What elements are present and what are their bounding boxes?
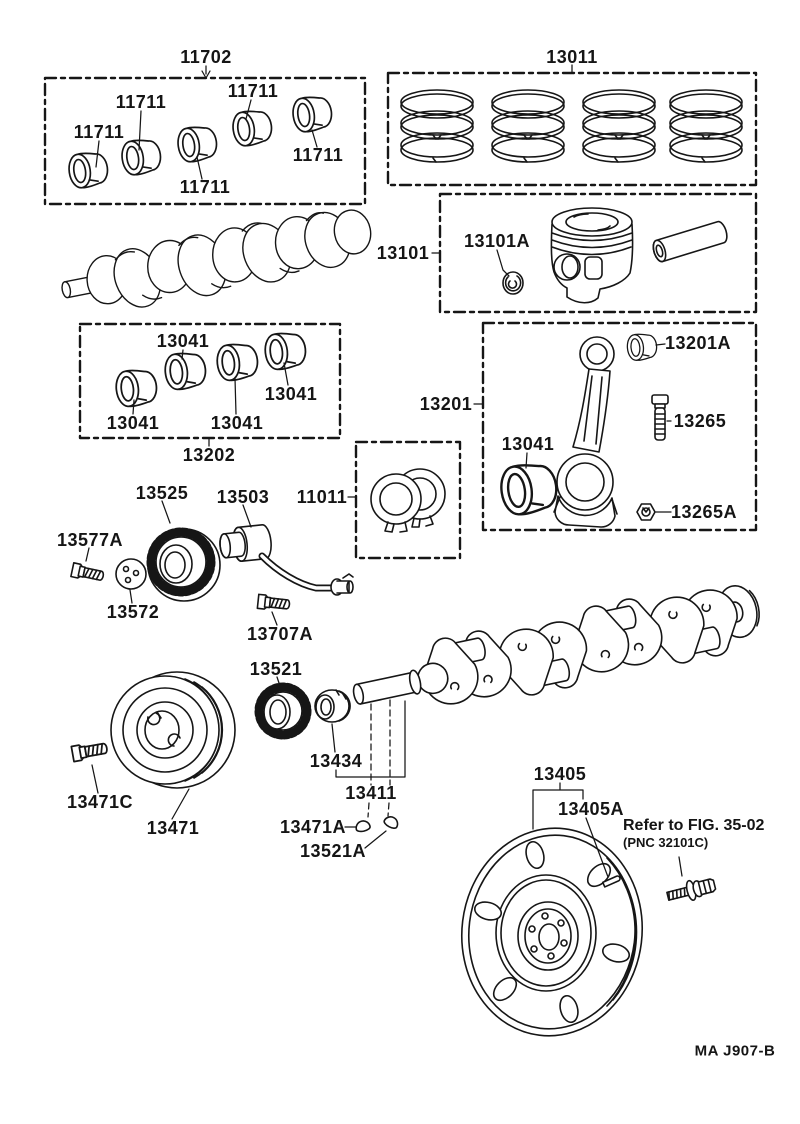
part-label-13265: 13265 <box>673 411 727 431</box>
part-label-13041-3: 13041 <box>264 384 318 404</box>
part-label-11711-5: 11711 <box>179 177 231 197</box>
part-label-13041-5: 13041 <box>210 413 264 433</box>
part-label-11011: 11011 <box>296 487 348 507</box>
connecting-rod-drawing <box>553 336 618 528</box>
crankshaft-drawing <box>352 584 760 710</box>
part-label-13405: 13405 <box>533 764 587 784</box>
crankshaft-sketch-drawing <box>61 209 372 308</box>
part-label-11702: 11702 <box>180 47 232 67</box>
piston-drawing <box>550 207 634 304</box>
gear-plate-drawing <box>115 558 147 590</box>
pipe-bolt-drawing <box>256 593 291 613</box>
part-label-13201: 13201 <box>419 394 473 414</box>
flywheel-drawing <box>460 827 644 1037</box>
crank-pulley-drawing <box>110 671 236 789</box>
part-label-13011: 13011 <box>546 47 598 67</box>
pulley-bolt-drawing <box>70 739 110 763</box>
part-label-13101: 13101 <box>376 243 430 263</box>
part-label-13521A: 13521A <box>299 841 367 861</box>
box-13202 <box>78 322 342 440</box>
part-label-13471: 13471 <box>146 818 200 838</box>
box-11011 <box>354 440 462 560</box>
part-label-13572: 13572 <box>106 602 160 622</box>
part-label-13577A: 13577A <box>56 530 124 550</box>
part-label-11711-2: 11711 <box>115 92 167 112</box>
oil-pump-gear-drawing <box>254 682 312 740</box>
part-label-11711-3: 11711 <box>227 81 279 101</box>
snap-ring-drawing <box>502 271 524 295</box>
part-label-13521: 13521 <box>249 659 303 679</box>
rod-bearing-drawing <box>497 459 561 518</box>
box-11702 <box>43 76 367 206</box>
thrust-washer-drawing <box>370 468 446 533</box>
oil-pipe-assembly-drawing <box>219 524 354 596</box>
rod-nut-drawing <box>636 503 656 521</box>
part-label-13201A: 13201A <box>664 333 732 353</box>
rod-bushing-drawing <box>625 332 659 362</box>
gear-plate-bolt-drawing <box>70 562 106 584</box>
pulley-key-drawing <box>354 818 372 834</box>
reference-note-line2: (PNC 32101C) <box>623 835 709 850</box>
spacer-drawing <box>314 689 351 723</box>
part-label-13041-2: 13041 <box>156 331 210 351</box>
rod-bolt-drawing <box>651 394 669 441</box>
flywheel-bolt-drawing <box>666 878 717 902</box>
part-label-13101A: 13101A <box>463 231 531 251</box>
part-label-13202: 13202 <box>182 445 236 465</box>
box-13011 <box>386 71 758 187</box>
piston-ring-sets-drawing <box>400 89 743 163</box>
piston-pin-drawing <box>652 220 728 263</box>
reference-note-line1: Refer to FIG. 35-02 <box>623 817 765 834</box>
leader-lines <box>85 64 683 878</box>
part-label-13707A: 13707A <box>246 624 314 644</box>
crank-timing-gear-drawing <box>146 527 221 602</box>
part-label-13525: 13525 <box>135 483 189 503</box>
part-label-13471A: 13471A <box>279 817 347 837</box>
part-label-13405A: 13405A <box>557 799 625 819</box>
figure-code: MA J907-B <box>694 1042 776 1060</box>
part-label-11711-1: 11711 <box>73 122 125 142</box>
gear-key-drawing <box>382 813 401 831</box>
part-label-13434: 13434 <box>309 751 363 771</box>
part-label-11711-4: 11711 <box>292 145 344 165</box>
part-label-13041-4: 13041 <box>106 413 160 433</box>
part-label-13503: 13503 <box>216 487 270 507</box>
part-label-13411: 13411 <box>345 783 397 803</box>
box-13201 <box>481 321 758 532</box>
part-label-13471C: 13471C <box>66 792 134 812</box>
part-label-13265A: 13265A <box>670 502 738 522</box>
part-label-13041-1: 13041 <box>501 434 555 454</box>
